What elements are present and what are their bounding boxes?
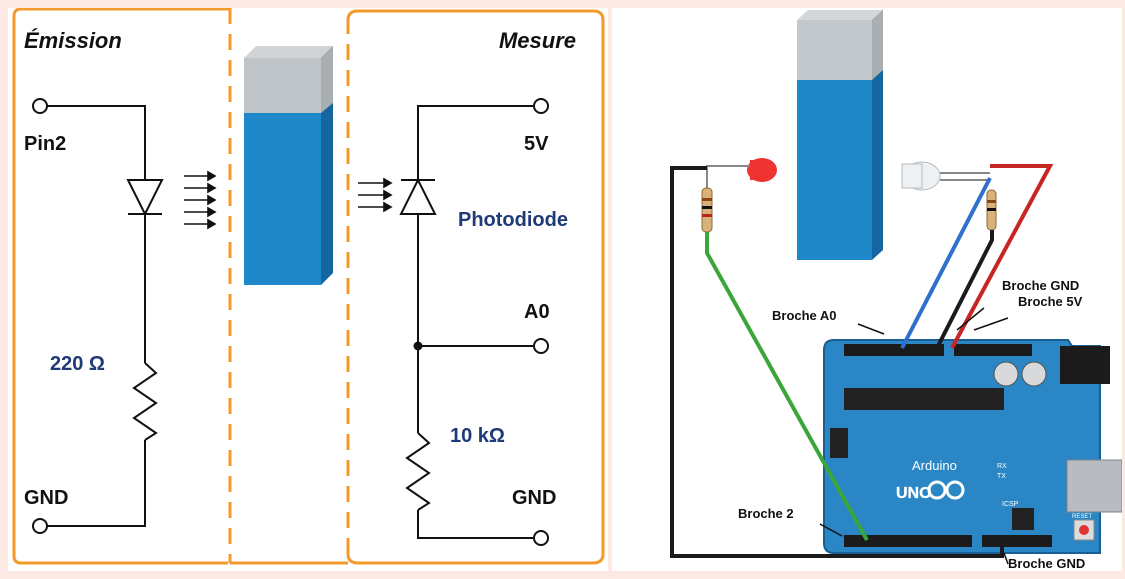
usb-port bbox=[1066, 459, 1123, 513]
circuit-schematic: Émission Mesure Pin2 220 Ω GND bbox=[12, 7, 605, 565]
emission-title: Émission bbox=[24, 28, 122, 53]
pin2-terminal bbox=[32, 98, 48, 114]
broche-gnd-bottom-label: Broche GND bbox=[1008, 556, 1085, 571]
board-model-label: UNO bbox=[896, 485, 932, 502]
icsp-label: ICSP bbox=[1002, 501, 1019, 508]
broche-2-label: Broche 2 bbox=[738, 506, 794, 521]
led-symbol bbox=[126, 179, 164, 217]
callout-arrows bbox=[819, 307, 1009, 565]
resistor-10k-label: 10 kΩ bbox=[450, 425, 505, 447]
board-name-label: Arduino bbox=[912, 458, 957, 473]
frame-mesure bbox=[346, 9, 605, 565]
photodiode-incoming-arrows bbox=[358, 177, 393, 213]
a0-label: A0 bbox=[524, 301, 550, 323]
v5-label: 5V bbox=[524, 133, 549, 155]
emission-circuit bbox=[32, 98, 164, 534]
chip bbox=[844, 388, 1004, 410]
arduino-board: UNO Arduino ICSP TX RX RESET bbox=[823, 339, 1123, 554]
header-bottom-right bbox=[982, 535, 1052, 547]
mesure-circuit bbox=[399, 98, 549, 546]
wire-green-pin2 bbox=[705, 232, 869, 541]
gnd-left-label: GND bbox=[24, 487, 68, 509]
capacitor-2 bbox=[1021, 361, 1047, 387]
mesure-title: Mesure bbox=[499, 28, 576, 53]
broche-a0-label: Broche A0 bbox=[772, 308, 837, 323]
gnd-right-label: GND bbox=[512, 487, 556, 509]
gnd-right-terminal bbox=[533, 530, 549, 546]
a0-terminal bbox=[533, 338, 549, 354]
schematic-panel: Émission Mesure Pin2 220 Ω GND bbox=[8, 7, 608, 571]
wiring-panel: UNO Arduino ICSP TX RX RESET bbox=[612, 8, 1123, 571]
icsp-header-right bbox=[1012, 508, 1034, 530]
tx-label: TX bbox=[997, 473, 1006, 480]
wire-red-5v bbox=[950, 164, 1054, 349]
arduino-wiring: UNO Arduino ICSP TX RX RESET bbox=[670, 10, 1123, 571]
header-bottom-left bbox=[844, 535, 972, 547]
rx-label: RX bbox=[997, 463, 1007, 470]
resistor-220-label: 220 Ω bbox=[50, 353, 105, 375]
wire-blue-a0 bbox=[900, 177, 992, 349]
resistor-10k-symbol bbox=[405, 432, 431, 511]
reset-label: RESET bbox=[1072, 514, 1092, 520]
pin2-label: Pin2 bbox=[24, 133, 66, 155]
cuvette-schematic bbox=[244, 46, 333, 285]
broche-5v-label: Broche 5V bbox=[1018, 294, 1083, 309]
resistor-220-symbol bbox=[132, 362, 158, 441]
resistor-photodiode bbox=[986, 189, 997, 231]
red-led bbox=[706, 158, 777, 188]
cuvette-3d bbox=[797, 10, 883, 260]
frame-emission bbox=[12, 7, 230, 565]
photodiode-symbol bbox=[399, 177, 437, 215]
power-jack bbox=[1060, 346, 1110, 384]
v5-terminal bbox=[533, 98, 549, 114]
resistor-led bbox=[701, 187, 713, 233]
capacitor-1 bbox=[993, 361, 1019, 387]
gnd-left-terminal bbox=[32, 518, 48, 534]
header-top-left bbox=[844, 344, 944, 356]
clear-photodiode bbox=[901, 161, 990, 191]
icsp-header-left bbox=[830, 428, 848, 458]
wire-black-gnd-left bbox=[670, 166, 1004, 558]
arduino-logo-icon bbox=[927, 480, 965, 500]
led-emission-arrows bbox=[184, 170, 217, 230]
photodiode-label: Photodiode bbox=[458, 209, 568, 231]
wire-black-gnd-top bbox=[935, 230, 994, 349]
broche-gnd-top-label: Broche GND bbox=[1002, 278, 1079, 293]
header-top-right bbox=[954, 344, 1032, 356]
